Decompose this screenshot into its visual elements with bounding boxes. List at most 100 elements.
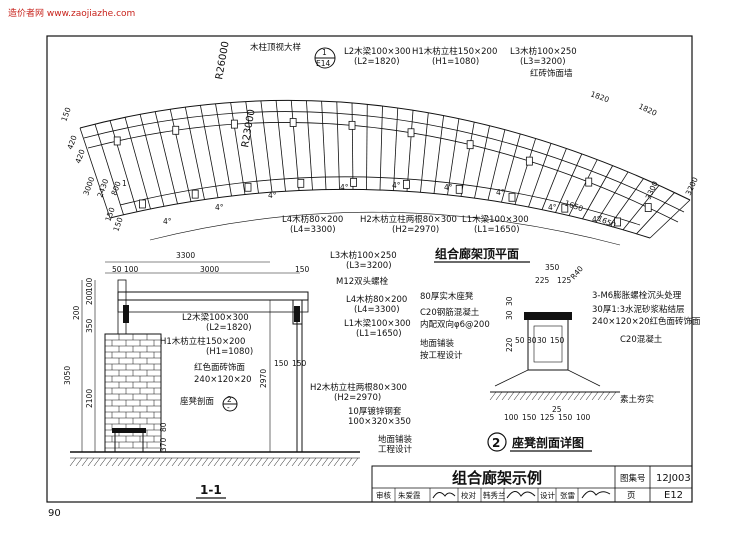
page-value: E12 — [664, 490, 683, 501]
bench-label: 按工程设计 — [420, 350, 463, 361]
bench-label: 3-M6膨胀螺栓沉头处理 — [592, 290, 682, 301]
bench-dim: 30 — [505, 296, 514, 306]
roof-plan: R26000 R23000 木柱顶视大样 1 E14 L2木梁100×300 (… — [59, 40, 700, 263]
bench-label: 80厚实木座凳 — [420, 291, 474, 302]
bench-dim: 350 — [545, 263, 560, 272]
section-label: (H2=2970) — [334, 393, 381, 403]
drawing-title: 组合廊架示例 — [452, 469, 542, 487]
plan-dim-arc — [149, 211, 621, 246]
plan-label-h2-sub: (H2=2970) — [392, 225, 439, 235]
section-dim: 2100 — [85, 389, 94, 408]
bench-dim: 225 — [535, 276, 550, 285]
plan-label-l4: L4木枋80×200 — [282, 214, 343, 225]
plan-angle: 4° — [592, 215, 601, 224]
plan-label-h2: H2木枋立柱两根80×300 — [360, 214, 457, 225]
section-dim: 2970 — [259, 369, 268, 388]
detail-symbol-top: 1 — [322, 48, 327, 57]
bench-dim: 150 — [558, 413, 573, 422]
plan-label-l4-sub: (L4=3300) — [290, 225, 336, 235]
bench-dim: 150 — [550, 336, 565, 345]
bench-label: 地面铺装 — [420, 338, 455, 349]
plan-angle: 4° — [496, 188, 505, 197]
bench-dim: 25 — [552, 405, 562, 414]
plan-angle: 4° — [340, 183, 349, 192]
plan-label-l2: L2木梁100×300 — [344, 46, 411, 57]
plan-title: 组合廊架顶平面 — [435, 246, 519, 261]
section-label: 100×320×350 — [348, 417, 411, 427]
section-dim: 370 — [159, 437, 168, 452]
plan-dim-left: 150 — [59, 106, 72, 123]
callout-bottom: - — [227, 403, 230, 412]
bench-dim: 50 — [515, 336, 525, 345]
section-dim: 3050 — [63, 366, 72, 385]
section-label: (H1=1080) — [206, 347, 253, 357]
bench-number: 2 — [492, 436, 500, 450]
plan-label-l3-sub: (L3=3200) — [520, 57, 566, 67]
section-dim: 200 — [72, 305, 81, 320]
section-dim: 150 — [295, 265, 310, 274]
section-label: 座凳剖面 — [180, 396, 215, 407]
section-label: L1木梁100×300 — [344, 318, 411, 329]
detail-symbol-bottom: E14 — [316, 59, 331, 68]
section-dim: 3300 — [176, 251, 195, 260]
check-label: 校对 — [461, 490, 476, 500]
section-dim: 100 — [124, 265, 139, 274]
section-label: M12双头螺栓 — [336, 276, 389, 287]
plan-label-brick: 红砖饰面墙 — [530, 68, 573, 79]
plan-posts — [113, 118, 652, 227]
bench-dim: 100 — [504, 413, 519, 422]
bench-label: C20混凝土 — [620, 334, 663, 345]
section-label: L2木梁100×300 — [182, 312, 249, 323]
plan-angle: 4° — [268, 191, 277, 200]
section-dim: 150 — [274, 359, 289, 368]
radius-inner-label: R23000 — [240, 108, 258, 148]
section-dim: 150 — [292, 359, 307, 368]
bench-title: 座凳剖面详图 — [511, 435, 584, 450]
bench-dim: 125 — [540, 413, 555, 422]
atlas-label: 图集号 — [620, 473, 646, 484]
plan-dim-right: 1820 — [589, 89, 610, 104]
section-dim: 80 — [159, 422, 168, 432]
section-label: H2木枋立柱两根80×300 — [310, 382, 407, 393]
plan-label-l2-sub: (L2=1820) — [354, 57, 400, 67]
section-dim: 100 — [85, 277, 94, 292]
bench-dim: 30 — [527, 336, 537, 345]
section-label: 红色面砖饰面 — [194, 362, 246, 373]
bench-number-circle — [487, 432, 507, 452]
bench-label: C20钢筋混凝土 — [420, 307, 480, 318]
section-dim: 50 — [112, 265, 122, 274]
plan-dim-right: 1820 — [637, 102, 658, 118]
section-title: 1-1 — [200, 483, 222, 497]
bench-dim: 150 — [522, 413, 537, 422]
section-dim: 200 — [85, 290, 94, 305]
plan-angle: 4° — [163, 217, 172, 226]
plan-dim-right: 3200 — [684, 176, 700, 197]
atlas-value: 12J003 — [656, 473, 691, 484]
plan-label-l3: L3木枋100×250 — [510, 46, 577, 57]
plan-dim-right: 3300 — [644, 180, 660, 201]
review-signature — [432, 492, 456, 499]
plan-dim-left: 150 — [111, 216, 124, 233]
check-name: 韩秀兰 — [483, 490, 506, 500]
bench-dim: R40 — [569, 264, 586, 281]
design-name: 张雷 — [560, 491, 575, 500]
plan-label-h1-sub: (H1=1080) — [432, 57, 479, 67]
section-label: (L2=1820) — [206, 323, 252, 333]
bench-dim: 220 — [505, 337, 514, 352]
section-dim: 3000 — [200, 265, 219, 274]
page-number: 90 — [48, 508, 61, 519]
section-label: 240×120×20 — [194, 375, 252, 385]
plan-label-h1: H1木枋立柱150×200 — [412, 46, 497, 57]
sheet-border — [46, 35, 693, 503]
section-label: L4木枋80×200 — [346, 294, 407, 305]
plan-label-l1-sub: (L1=1650) — [474, 225, 520, 235]
plan-angle: 4° — [444, 183, 453, 192]
detail-title: 木柱顶视大样 — [250, 42, 302, 53]
section-label: L3木枋100×250 — [330, 250, 397, 261]
bench-label: 240×120×20红色面砖饰面 — [592, 316, 701, 327]
bench-dim: 30 — [537, 336, 547, 345]
title-block: 组合廊架示例 图集号 12J003 页 E12 审核 朱爱霞 校对 韩秀兰 设计… — [371, 465, 693, 503]
callout-top: 2 — [227, 395, 232, 404]
watermark-text: 造价者网 www.zaojiazhe.com — [8, 7, 135, 19]
